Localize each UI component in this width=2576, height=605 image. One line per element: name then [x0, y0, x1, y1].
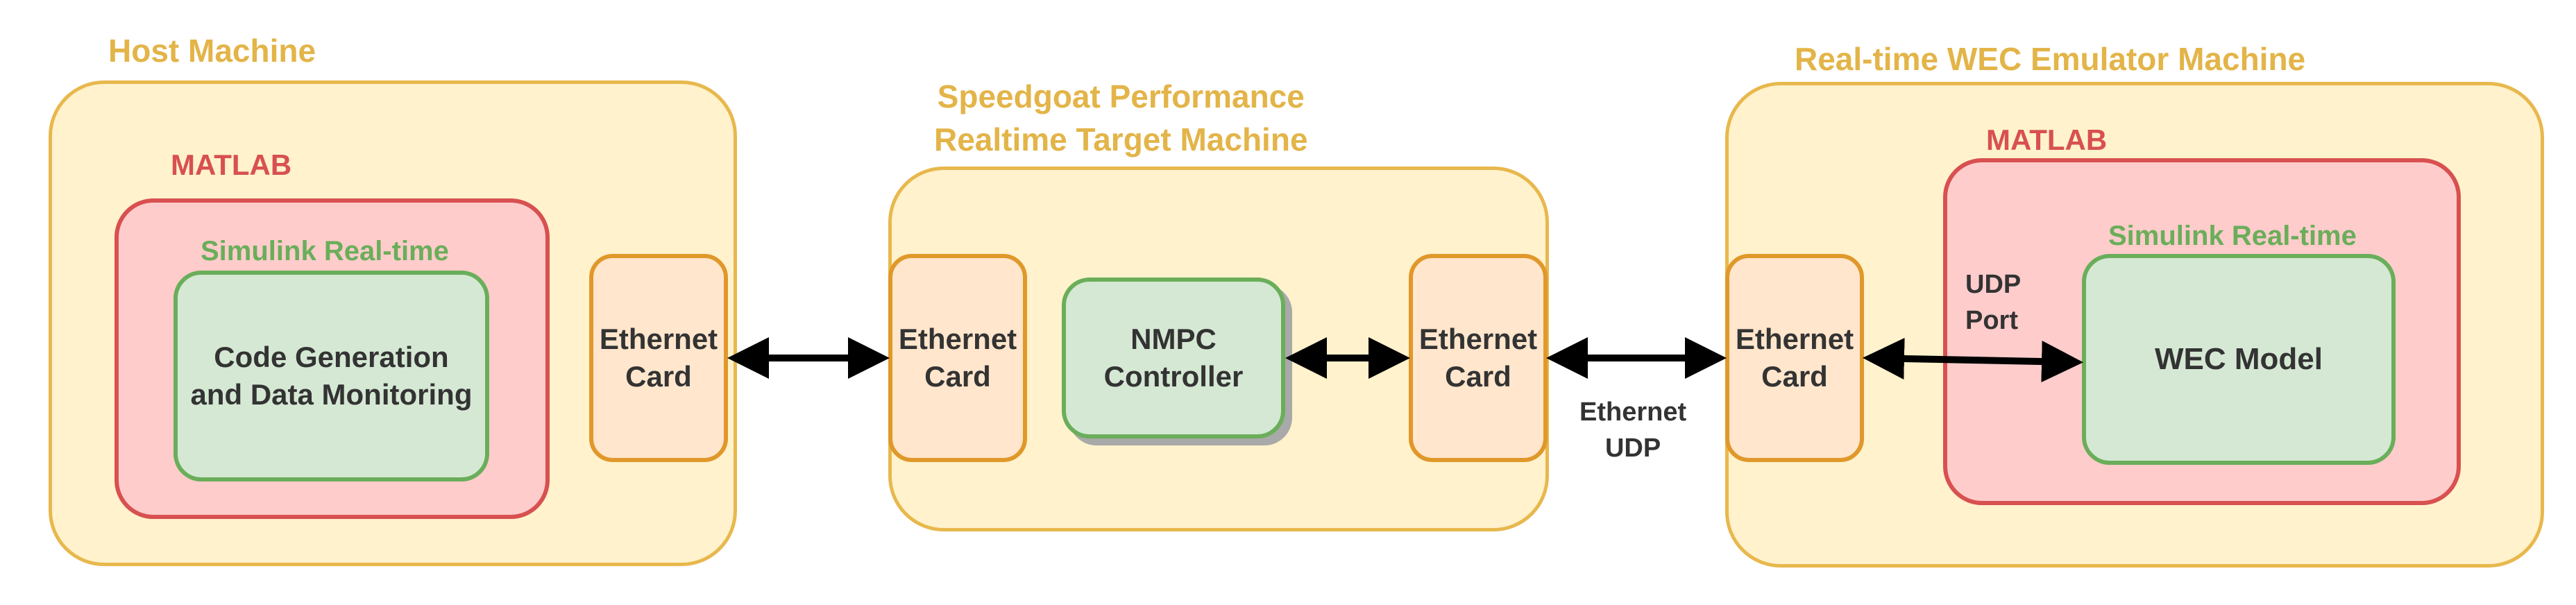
- host-ethernet-card: Ethernet Card: [589, 254, 728, 462]
- arrow-ethernet-to-wec-model: [1863, 338, 2083, 382]
- host-matlab-label: MATLAB: [171, 148, 292, 181]
- ethernet-udp-label: Ethernet UDP: [1579, 398, 1687, 463]
- target-ethernet-card-right: Ethernet Card: [1409, 254, 1548, 462]
- udp-port-label: UDP Port: [1965, 270, 2022, 335]
- code-generation-box: Code Generation and Data Monitoring: [173, 271, 489, 482]
- target-machine-title: Speedgoat Performance Realtime Target Ma…: [934, 78, 1308, 157]
- target-ethernet-card-left: Ethernet Card: [888, 254, 1027, 462]
- emulator-matlab-label: MATLAB: [1986, 123, 2108, 156]
- nmpc-controller-box: NMPC Controller: [1062, 278, 1285, 438]
- emulator-simulink-label: Simulink Real-time: [2108, 221, 2357, 251]
- host-machine-title: Host Machine: [108, 33, 316, 69]
- wec-model-box: WEC Model: [2082, 254, 2396, 465]
- emulator-machine-title: Real-time WEC Emulator Machine: [1795, 41, 2306, 77]
- host-simulink-label: Simulink Real-time: [201, 236, 449, 266]
- emulator-ethernet-card: Ethernet Card: [1725, 254, 1864, 462]
